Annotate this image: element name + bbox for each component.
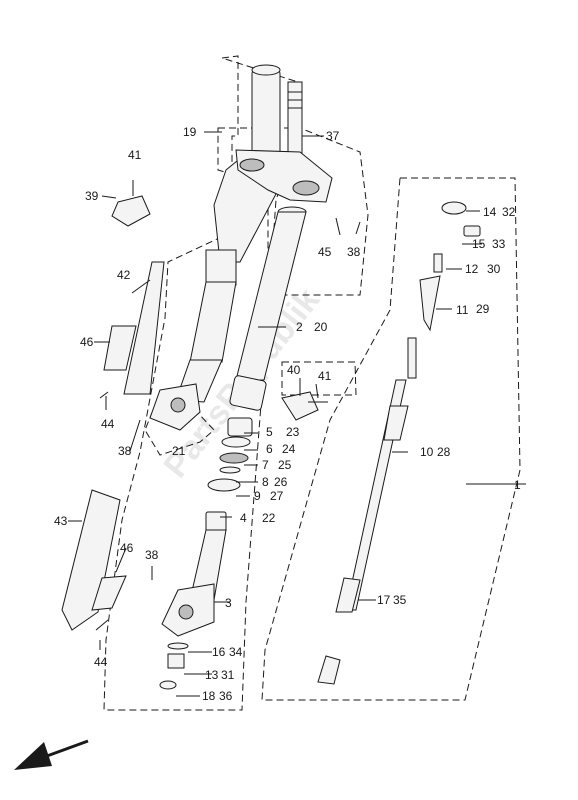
callout-41-upper: 41 xyxy=(128,148,142,162)
callout-38-upper: 38 xyxy=(347,245,361,259)
callout-11: 11 xyxy=(456,303,469,317)
fork-guard-upper xyxy=(99,261,165,399)
callout-12: 12 xyxy=(465,262,479,276)
callout-20: 20 xyxy=(314,320,328,334)
axle-bracket-upper xyxy=(149,383,201,431)
group-outline-guard-group xyxy=(281,361,357,396)
callout-44-upper: 44 xyxy=(101,417,115,431)
callout-40: 40 xyxy=(287,363,301,377)
callout-5: 5 xyxy=(266,425,273,439)
callout-42: 42 xyxy=(117,268,131,282)
callout-43: 43 xyxy=(54,514,68,528)
callout-21: 21 xyxy=(172,444,186,458)
cartridge-parts xyxy=(317,201,481,685)
guard-mount xyxy=(281,391,328,421)
callout-41-lower: 41 xyxy=(318,369,332,383)
callout-22: 22 xyxy=(262,511,276,525)
callout-37: 37 xyxy=(326,129,340,143)
leader-lines xyxy=(68,131,526,697)
callout-36: 36 xyxy=(219,689,233,703)
group-outline-guard-left xyxy=(144,391,215,456)
callout-16: 16 xyxy=(212,645,226,659)
callout-19: 19 xyxy=(183,125,197,139)
callout-32: 32 xyxy=(502,205,516,219)
callout-45: 45 xyxy=(318,245,332,259)
callout-23: 23 xyxy=(286,425,300,439)
callout-31: 31 xyxy=(221,668,235,682)
callout-8: 8 xyxy=(262,475,269,489)
damper-tube-lower xyxy=(161,511,227,637)
callout-38-lower: 38 xyxy=(145,548,159,562)
callout-27: 27 xyxy=(270,489,284,503)
callout-46-upper: 46 xyxy=(80,335,94,349)
callout-4: 4 xyxy=(240,511,247,525)
callout-7: 7 xyxy=(262,458,269,472)
triple-clamp xyxy=(235,149,333,203)
callout-28: 28 xyxy=(437,445,451,459)
callout-35: 35 xyxy=(393,593,407,607)
callout-3: 3 xyxy=(225,596,232,610)
callout-24: 24 xyxy=(282,442,296,456)
clamp-cap xyxy=(111,180,151,227)
front-direction-arrow-icon xyxy=(14,739,89,770)
callout-10: 10 xyxy=(420,445,434,459)
callout-1: 1 xyxy=(514,478,521,492)
callout-18: 18 xyxy=(202,689,216,703)
callout-30: 30 xyxy=(487,262,501,276)
callout-34: 34 xyxy=(229,645,243,659)
callout-25: 25 xyxy=(278,458,292,472)
callout-14: 14 xyxy=(483,205,497,219)
base-valve-parts xyxy=(159,642,189,690)
outer-tube xyxy=(229,206,307,411)
callout-13: 13 xyxy=(205,668,219,682)
fork-guard-lower xyxy=(61,489,127,631)
callout-38-middle: 38 xyxy=(118,444,132,458)
callout-9: 9 xyxy=(254,489,261,503)
group-outline-right-cartridge xyxy=(261,177,521,701)
callout-39: 39 xyxy=(85,189,99,203)
callout-44-lower: 44 xyxy=(94,655,108,669)
callout-33: 33 xyxy=(492,237,506,251)
callout-29: 29 xyxy=(476,302,490,316)
callout-6: 6 xyxy=(266,442,273,456)
callout-15: 15 xyxy=(472,237,486,251)
callout-26: 26 xyxy=(274,475,288,489)
callout-46-lower: 46 xyxy=(120,541,134,555)
callout-17: 17 xyxy=(377,593,391,607)
callouts: 1 2 20 3 4 22 5 23 6 24 7 25 8 26 9 27 1… xyxy=(54,125,521,703)
seal-stack xyxy=(207,417,253,492)
callout-2: 2 xyxy=(296,320,303,334)
